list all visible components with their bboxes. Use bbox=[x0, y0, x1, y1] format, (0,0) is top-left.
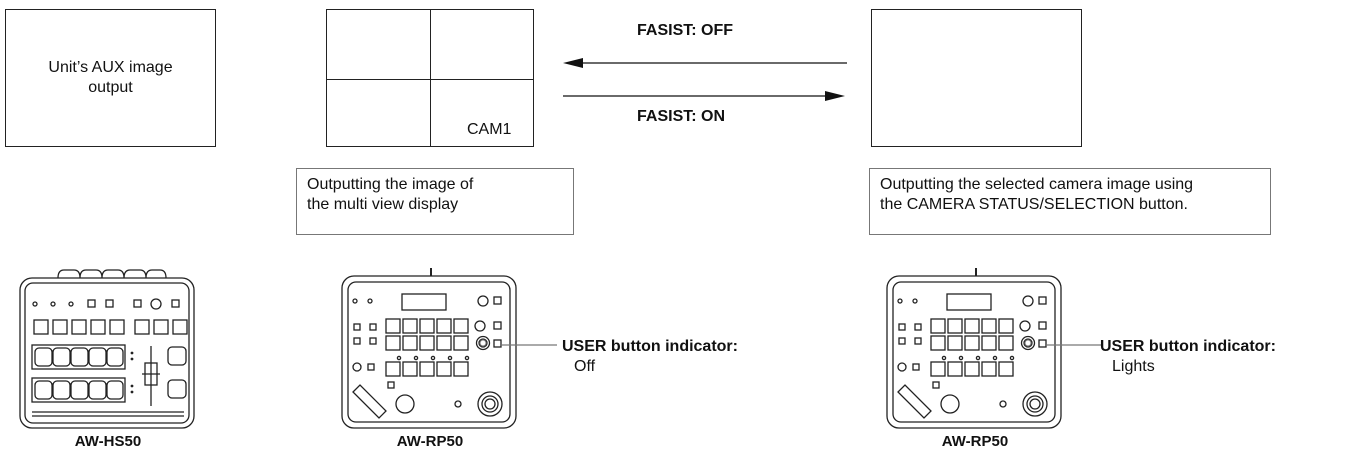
multiview-cam-label: CAM1 bbox=[467, 121, 512, 138]
rp50-left-indicator-title: USER button indicator: bbox=[562, 338, 738, 355]
aw-rp50-right-model-label: AW-RP50 bbox=[941, 433, 1009, 450]
aux-output-label-line2: output bbox=[88, 79, 133, 96]
aw-hs50-switcher-illustration bbox=[19, 269, 195, 429]
rp50-right-indicator-title: USER button indicator: bbox=[1100, 338, 1276, 355]
aw-rp50-left-model-label: AW-RP50 bbox=[396, 433, 464, 450]
multiview-horizontal-divider bbox=[327, 79, 533, 81]
selected-camera-caption-line2: the CAMERA STATUS/SELECTION button. bbox=[880, 196, 1188, 213]
aux-output-box: Unit’s AUX image output bbox=[5, 9, 216, 147]
aw-hs50-model-label: AW-HS50 bbox=[74, 433, 142, 450]
rp50-right-indicator-state: Lights bbox=[1112, 358, 1155, 375]
rp50-left-indicator-state: Off bbox=[574, 358, 596, 375]
fasist-on-label: FASIST: ON bbox=[637, 108, 726, 125]
selected-camera-caption: Outputting the selected camera image usi… bbox=[869, 168, 1271, 235]
aux-output-label-line1: Unit’s AUX image bbox=[48, 59, 173, 76]
fasist-off-label: FASIST: OFF bbox=[637, 22, 733, 39]
selected-camera-box bbox=[871, 9, 1082, 147]
aw-rp50-right-illustration bbox=[886, 268, 1062, 429]
multiview-vertical-divider bbox=[430, 10, 432, 146]
fasist-off-arrowhead bbox=[563, 58, 583, 68]
aw-rp50-left-illustration bbox=[341, 268, 517, 429]
rp50-right-leader-line bbox=[1024, 339, 1102, 347]
multiview-caption-line1: Outputting the image of bbox=[307, 176, 474, 193]
rp50-left-leader-line bbox=[479, 339, 557, 347]
multiview-caption-line2: the multi view display bbox=[307, 196, 459, 213]
fasist-on-arrowhead bbox=[825, 91, 845, 101]
selected-camera-caption-line1: Outputting the selected camera image usi… bbox=[880, 176, 1194, 193]
multiview-caption: Outputting the image of the multi view d… bbox=[296, 168, 574, 235]
multiview-display-box: CAM1 bbox=[326, 9, 534, 147]
